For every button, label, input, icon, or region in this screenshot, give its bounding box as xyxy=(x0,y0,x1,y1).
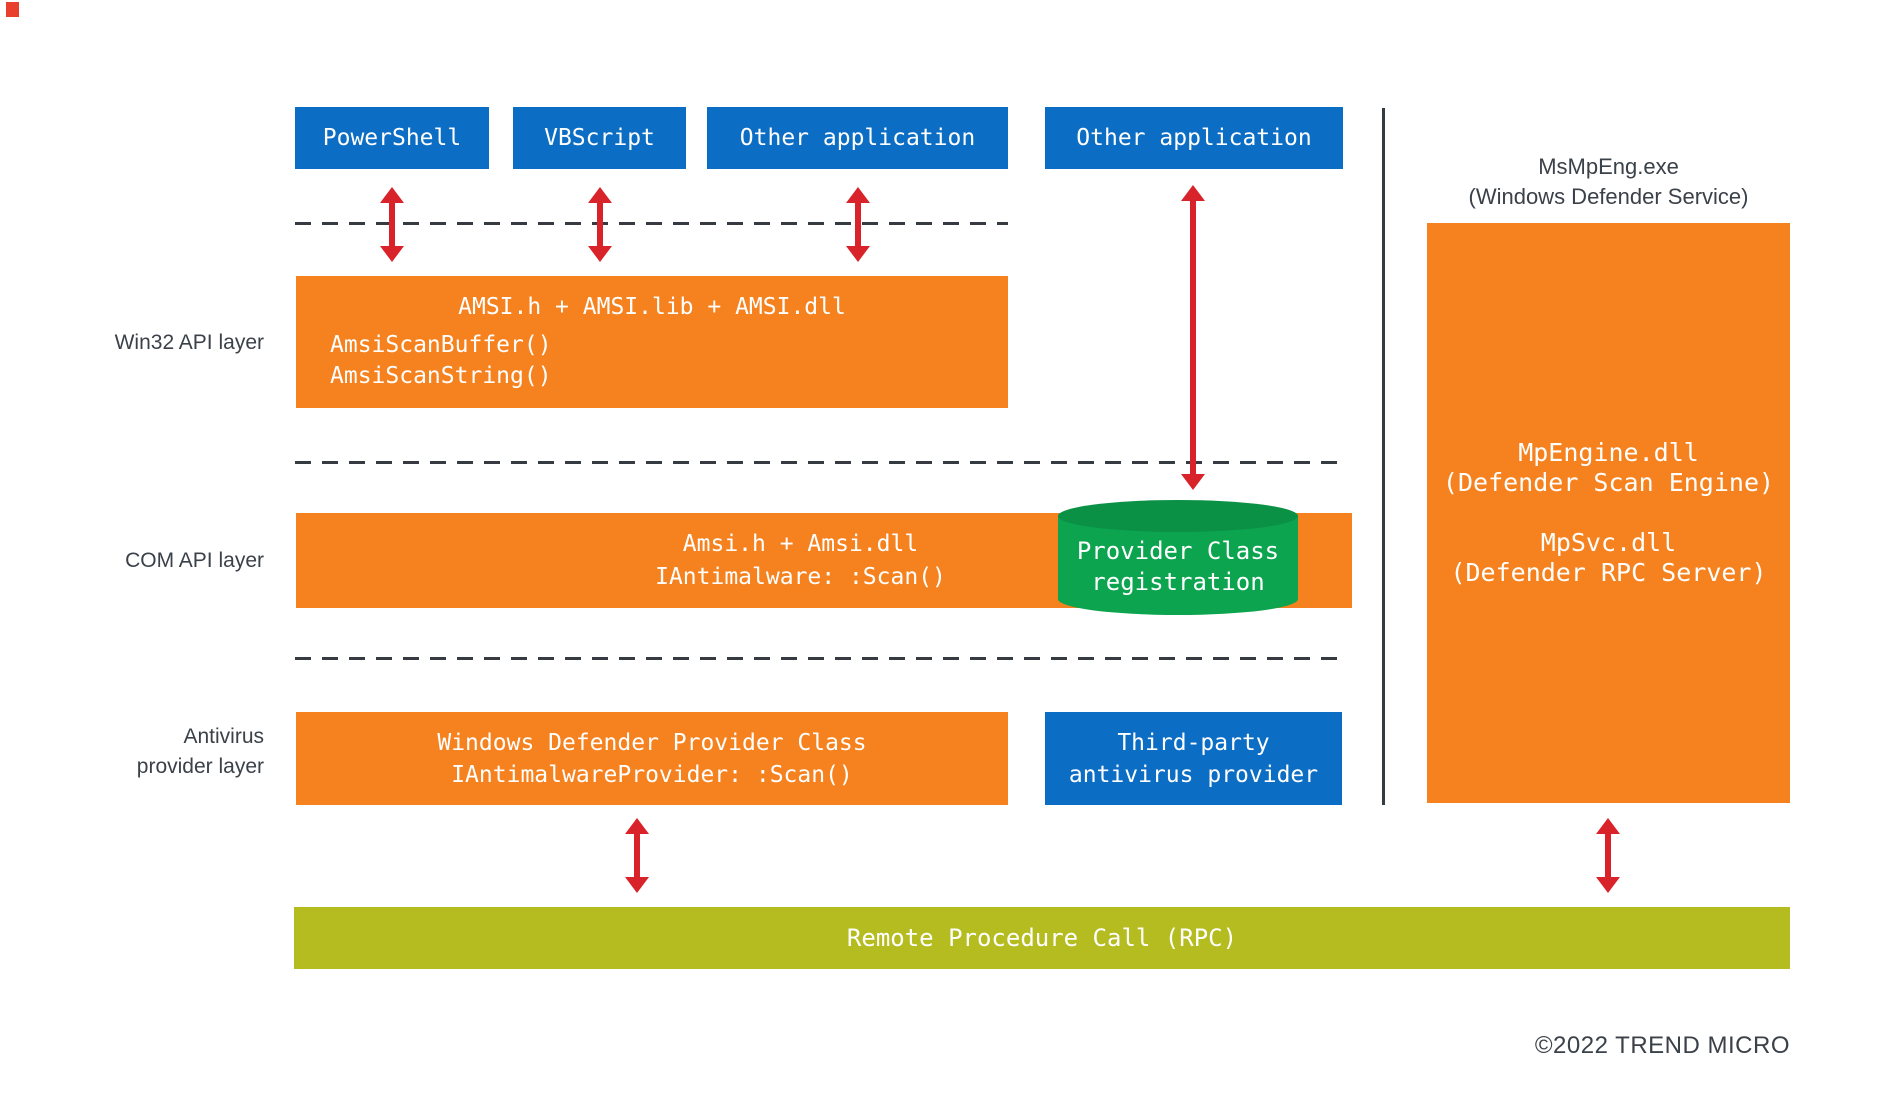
double-arrow-icon xyxy=(1181,185,1205,490)
arrowhead-down-icon xyxy=(625,877,649,893)
defender-service-box: MpEngine.dll (Defender Scan Engine) MpSv… xyxy=(1427,223,1790,803)
app-box-label: Other application xyxy=(1076,125,1312,151)
arrowhead-up-icon xyxy=(846,187,870,203)
win32-box-title: AMSI.h + AMSI.lib + AMSI.dll xyxy=(458,294,846,320)
dashed-separator-com xyxy=(295,461,1348,464)
app-box-label: VBScript xyxy=(544,125,655,151)
dashed-separator-av xyxy=(295,657,1348,660)
double-arrow-icon xyxy=(1596,818,1620,893)
arrowhead-up-icon xyxy=(1596,818,1620,834)
vertical-divider-line xyxy=(1382,108,1385,805)
app-box-label: Other application xyxy=(739,125,976,151)
side-label-antivirus-provider-layer: Antivirus provider layer xyxy=(136,725,264,778)
msmpeng-header-line: MsMpEng.exe xyxy=(1538,154,1679,179)
win32-code-line: AmsiScanString() xyxy=(330,363,552,389)
defender-service-line: (Defender Scan Engine) xyxy=(1442,468,1775,497)
arrowhead-down-icon xyxy=(846,246,870,262)
arrowhead-down-icon xyxy=(380,246,404,262)
cylinder-label-line: Provider Class xyxy=(1076,537,1280,565)
side-label-win32-api-layer: Win32 API layer xyxy=(114,331,264,354)
double-arrow-icon xyxy=(380,187,404,262)
win32-code-line: AmsiScanBuffer() xyxy=(330,332,552,358)
defender-service-line: (Defender RPC Server) xyxy=(1450,558,1767,587)
cylinder-shape-icon xyxy=(1058,500,1298,615)
cylinder-label-line: registration xyxy=(1091,568,1265,596)
provider-class-registration-cylinder: Provider Class registration xyxy=(1058,500,1298,615)
win32-api-box: AMSI.h + AMSI.lib + AMSI.dll AmsiScanBuf… xyxy=(296,276,1008,408)
third-party-provider-box: Third-party antivirus provider xyxy=(1045,712,1342,805)
defender-provider-line: IAntimalwareProvider: :Scan() xyxy=(451,761,853,788)
cylinder-label: Provider Class registration xyxy=(1058,524,1298,610)
double-arrow-icon xyxy=(846,187,870,262)
app-box-other-application-left: Other application xyxy=(707,107,1008,169)
arrowhead-up-icon xyxy=(380,187,404,203)
msmpeng-header-line: (Windows Defender Service) xyxy=(1468,184,1749,209)
defender-provider-line: Windows Defender Provider Class xyxy=(437,729,867,756)
defender-provider-box: Windows Defender Provider Class IAntimal… xyxy=(296,712,1008,805)
arrowhead-up-icon xyxy=(1181,185,1205,201)
copyright-text: ©2022 TREND MICRO xyxy=(1534,1032,1790,1059)
arrowhead-down-icon xyxy=(1596,877,1620,893)
corner-red-mark xyxy=(6,2,19,17)
com-box-line: IAntimalware: :Scan() xyxy=(655,563,946,590)
side-label-com-api-layer: COM API layer xyxy=(125,549,264,572)
app-box-powershell: PowerShell xyxy=(295,107,489,169)
arrowhead-up-icon xyxy=(625,818,649,834)
double-arrow-icon xyxy=(625,818,649,893)
app-box-other-application-right: Other application xyxy=(1045,107,1343,169)
com-box-text: Amsi.h + Amsi.dll IAntimalware: :Scan() xyxy=(296,513,1305,608)
third-party-line: Third-party xyxy=(1117,729,1270,756)
dashed-separator-win32 xyxy=(295,222,1008,225)
defender-service-line: MpEngine.dll xyxy=(1518,438,1699,467)
third-party-line: antivirus provider xyxy=(1068,761,1319,788)
rpc-bar: Remote Procedure Call (RPC) xyxy=(294,907,1790,969)
rpc-bar-label: Remote Procedure Call (RPC) xyxy=(846,924,1238,952)
com-box-line: Amsi.h + Amsi.dll xyxy=(682,530,919,557)
arrowhead-up-icon xyxy=(588,187,612,203)
defender-service-line: MpSvc.dll xyxy=(1540,528,1677,557)
double-arrow-icon xyxy=(588,187,612,262)
app-box-label: PowerShell xyxy=(322,125,462,151)
arrowhead-down-icon xyxy=(1181,474,1205,490)
arrowhead-down-icon xyxy=(588,246,612,262)
msmpeng-header: MsMpEng.exe (Windows Defender Service) xyxy=(1427,152,1790,212)
app-box-vbscript: VBScript xyxy=(513,107,686,169)
